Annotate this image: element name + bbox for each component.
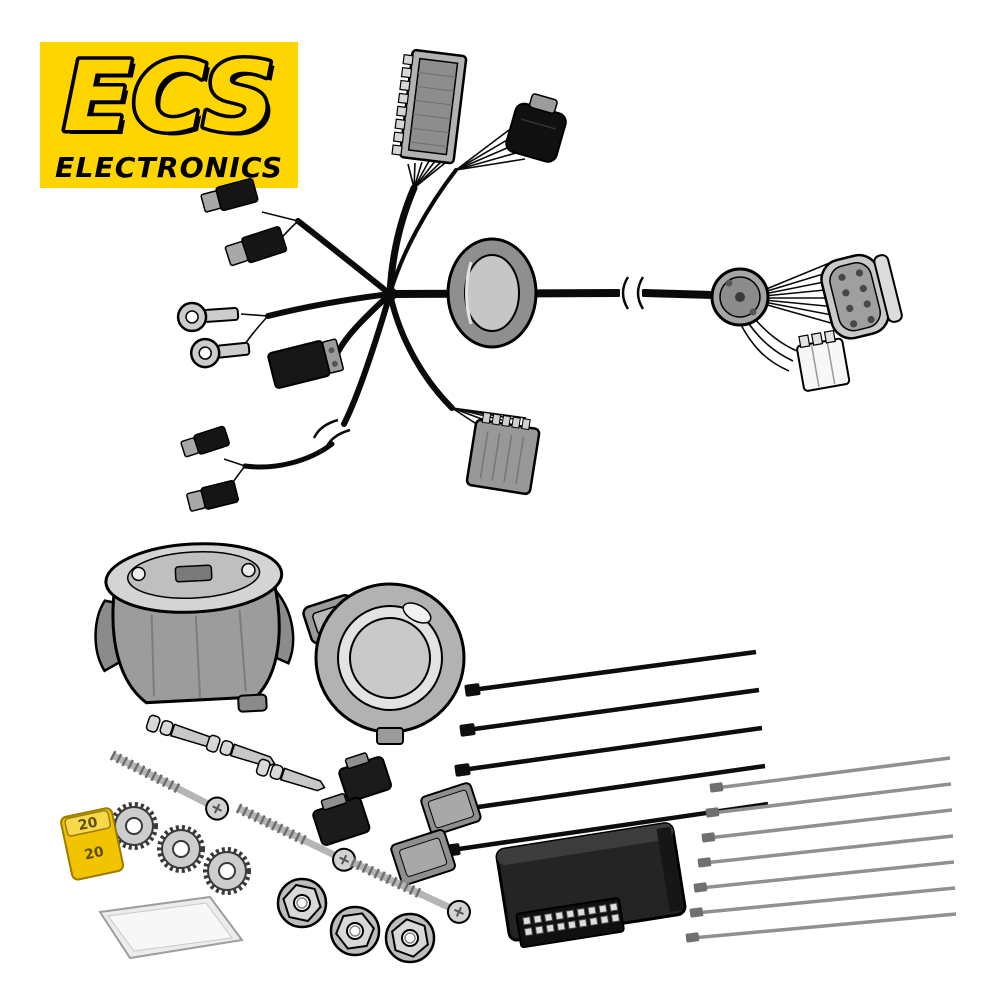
black-cable-ties xyxy=(444,649,769,857)
cable-tie-black-icon xyxy=(464,649,757,697)
cable-tie-black-icon xyxy=(459,687,760,737)
socket-housing-icon xyxy=(94,542,295,713)
serrated-washer-icon xyxy=(203,847,251,895)
small-connector-icon xyxy=(224,226,288,267)
cylindrical-connector-icon xyxy=(820,253,903,340)
screw-icon xyxy=(109,750,230,821)
small-connector-icon xyxy=(200,177,259,213)
harness-hub xyxy=(383,287,397,301)
fuse-label: 20 xyxy=(83,844,106,864)
cable-tie-grey-icon xyxy=(689,886,956,918)
logo-background xyxy=(40,42,298,188)
connector-housing-icon xyxy=(338,752,392,803)
cable-tie-black-icon xyxy=(454,725,763,777)
grommet-oval-icon xyxy=(446,237,538,349)
relay-module-icon xyxy=(495,822,687,949)
hex-nut-icon xyxy=(329,905,381,957)
crimp-terminal-icon xyxy=(255,758,326,792)
ecu-connector-icon xyxy=(391,48,468,165)
ecs-logo: ECS ECS ELECTRONICS xyxy=(40,38,298,188)
ring-terminal-icon xyxy=(176,301,240,333)
cable-tie-grey-icon xyxy=(697,834,954,868)
white-connector-icon xyxy=(796,329,851,392)
fuse-label: 20 xyxy=(77,814,100,834)
cable-tie-grey-icon xyxy=(693,860,955,893)
black-rect-connector-icon xyxy=(267,338,344,389)
cable-tie-grey-icon xyxy=(709,756,951,793)
small-connector-icon xyxy=(186,480,239,512)
logo-brand: ECS xyxy=(63,41,275,153)
hex-nut-icon xyxy=(384,912,436,964)
cable-break-main xyxy=(620,276,645,310)
screw-icon xyxy=(349,857,471,924)
cable-tie-grey-icon xyxy=(705,782,952,818)
black-cube-connector-icon xyxy=(505,93,567,163)
connector-housing-icon xyxy=(420,782,482,836)
logo-brand-shadow: ECS xyxy=(68,45,280,157)
mounting-ring-icon xyxy=(302,582,466,745)
crimp-terminal-icon xyxy=(145,714,216,748)
fuse-20a-icon: 20 20 xyxy=(60,807,125,881)
cable-tie-grey-icon xyxy=(701,808,953,843)
screw-icon xyxy=(235,803,357,872)
logo-subtitle: ELECTRONICS xyxy=(55,151,283,184)
grey-cable-ties xyxy=(685,756,957,943)
cable-break-branch xyxy=(312,418,351,449)
connector-housing-icon xyxy=(312,793,371,846)
adhesive-pad-icon xyxy=(98,895,244,960)
connector-housing-icon xyxy=(390,828,456,886)
ring-terminal-icon xyxy=(189,337,251,369)
small-connector-icon xyxy=(180,425,230,458)
cable-tie-grey-icon xyxy=(685,912,957,943)
round-connector-icon xyxy=(710,267,770,327)
hex-nut-icon xyxy=(276,877,328,929)
grey-multipin-connector-icon xyxy=(465,411,541,496)
serrated-washer-icon xyxy=(157,825,205,873)
